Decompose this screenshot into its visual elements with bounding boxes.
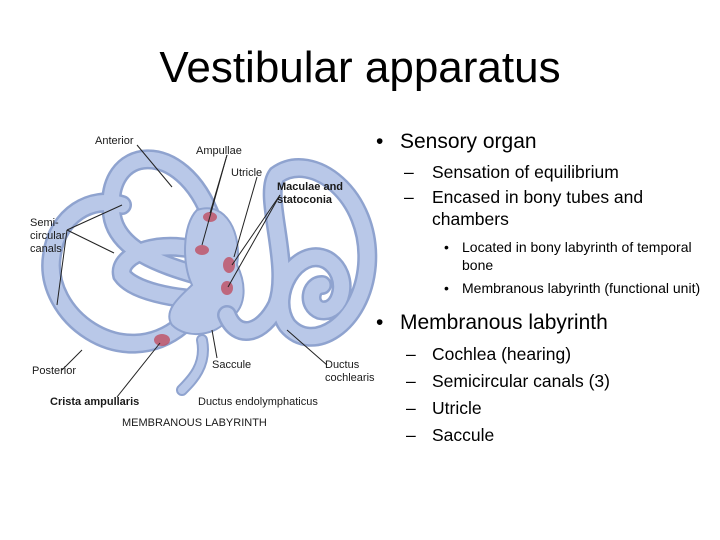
label-crista-ampullaris: Crista ampullaris bbox=[50, 396, 140, 408]
bullet-marker: • bbox=[376, 130, 384, 153]
dash-marker: – bbox=[406, 344, 416, 364]
item-utricle: –Utricle bbox=[372, 395, 702, 422]
bullet-marker: • bbox=[376, 311, 384, 334]
label-ductus-cochlearis: Ductus cochlearis bbox=[325, 359, 375, 384]
label-saccule: Saccule bbox=[212, 359, 252, 371]
label-utricle: Utricle bbox=[231, 167, 263, 179]
sub-sub-bullet-membranous-labyrinth: •Membranous labyrinth (functional unit) bbox=[444, 280, 701, 296]
figure-caption: MEMBRANOUS LABYRINTH bbox=[122, 417, 267, 429]
slide-title: Vestibular apparatus bbox=[159, 43, 561, 92]
dash-marker: – bbox=[404, 162, 414, 182]
item-saccule: –Saccule bbox=[372, 422, 702, 449]
item-semicircular-canals: –Semicircular canals (3) bbox=[372, 368, 702, 395]
item-cochlea: –Cochlea (hearing) bbox=[372, 341, 702, 368]
sub-sub-bullet-bony-labyrinth: •Located in bony labyrinth of temporal b… bbox=[444, 239, 692, 273]
bullet-marker: • bbox=[444, 280, 449, 296]
dash-marker: – bbox=[406, 398, 416, 418]
bullet-list: •Sensory organ –Sensation of equilibrium… bbox=[372, 128, 702, 449]
macula-utricle bbox=[223, 257, 235, 273]
dash-marker: – bbox=[406, 425, 416, 445]
dash-marker: – bbox=[406, 371, 416, 391]
dash-marker: – bbox=[404, 187, 414, 207]
bullet-membranous-labyrinth: •Membranous labyrinth bbox=[372, 309, 702, 337]
membranous-labyrinth-illustration: Anterior Ampullae Utricle Maculae and st… bbox=[22, 125, 384, 455]
label-ampullae: Ampullae bbox=[196, 145, 242, 157]
sub-bullet-equilibrium: –Sensation of equilibrium bbox=[404, 162, 619, 182]
crista-ampullaris-patch bbox=[154, 334, 170, 346]
ampulla-sensory-2 bbox=[195, 245, 209, 255]
label-maculae-statoconia: Maculae and statoconia bbox=[277, 181, 344, 206]
label-ductus-endolymphaticus: Ductus endolymphaticus bbox=[198, 396, 318, 408]
label-semicircular-canals: Semi- circular canals bbox=[30, 217, 66, 255]
sub-bullet-encased: –Encased in bony tubes and chambers bbox=[404, 187, 644, 229]
macula-saccule bbox=[221, 281, 233, 295]
labyrinth-drawing bbox=[41, 144, 378, 398]
bullet-marker: • bbox=[444, 239, 449, 255]
bullet-sensory-organ: •Sensory organ bbox=[372, 128, 702, 156]
label-anterior: Anterior bbox=[95, 135, 134, 147]
label-posterior: Posterior bbox=[32, 365, 77, 377]
